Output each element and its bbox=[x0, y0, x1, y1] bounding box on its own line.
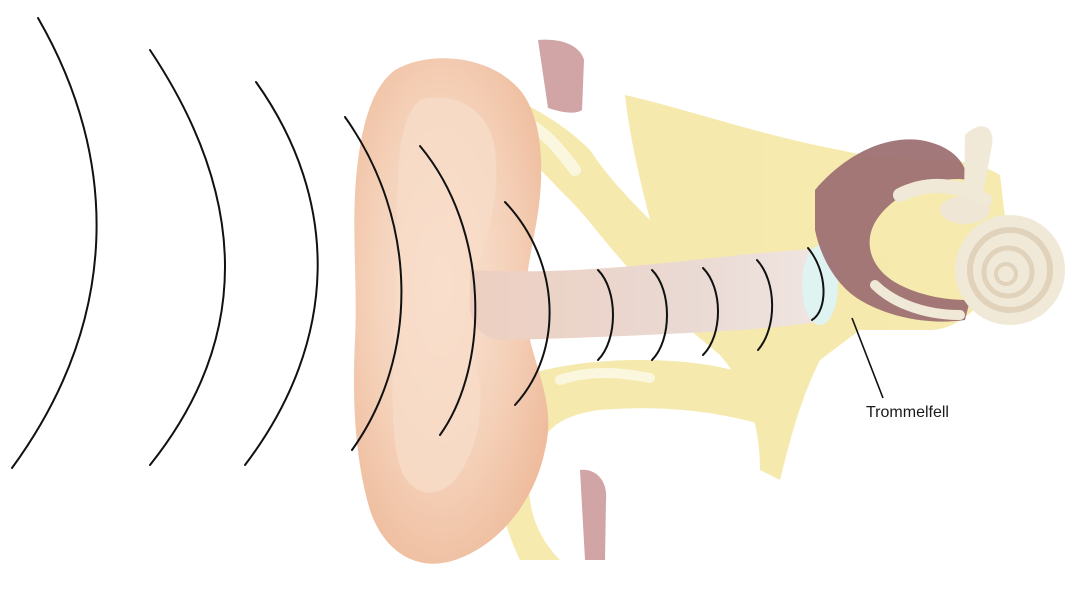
sound-wave-arc bbox=[150, 50, 225, 465]
eardrum-label: Trommelfell bbox=[866, 404, 949, 421]
sound-wave-arc bbox=[245, 82, 318, 465]
sound-wave-arc bbox=[12, 18, 97, 468]
